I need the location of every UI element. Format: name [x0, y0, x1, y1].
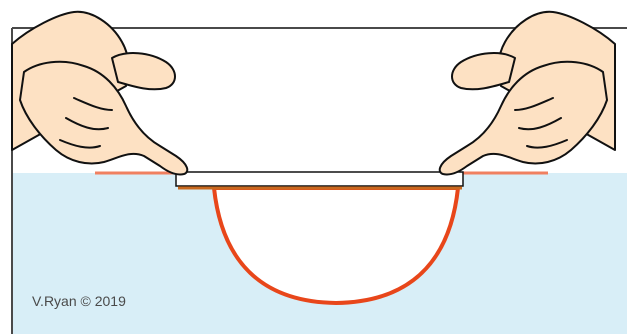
formed-bowl-shape: [212, 186, 460, 305]
left-hand-icon: [11, 10, 189, 176]
copyright-credit: V.Ryan © 2019: [32, 293, 126, 309]
mould-top-bar: [175, 171, 464, 187]
right-hand-icon: [438, 10, 616, 176]
